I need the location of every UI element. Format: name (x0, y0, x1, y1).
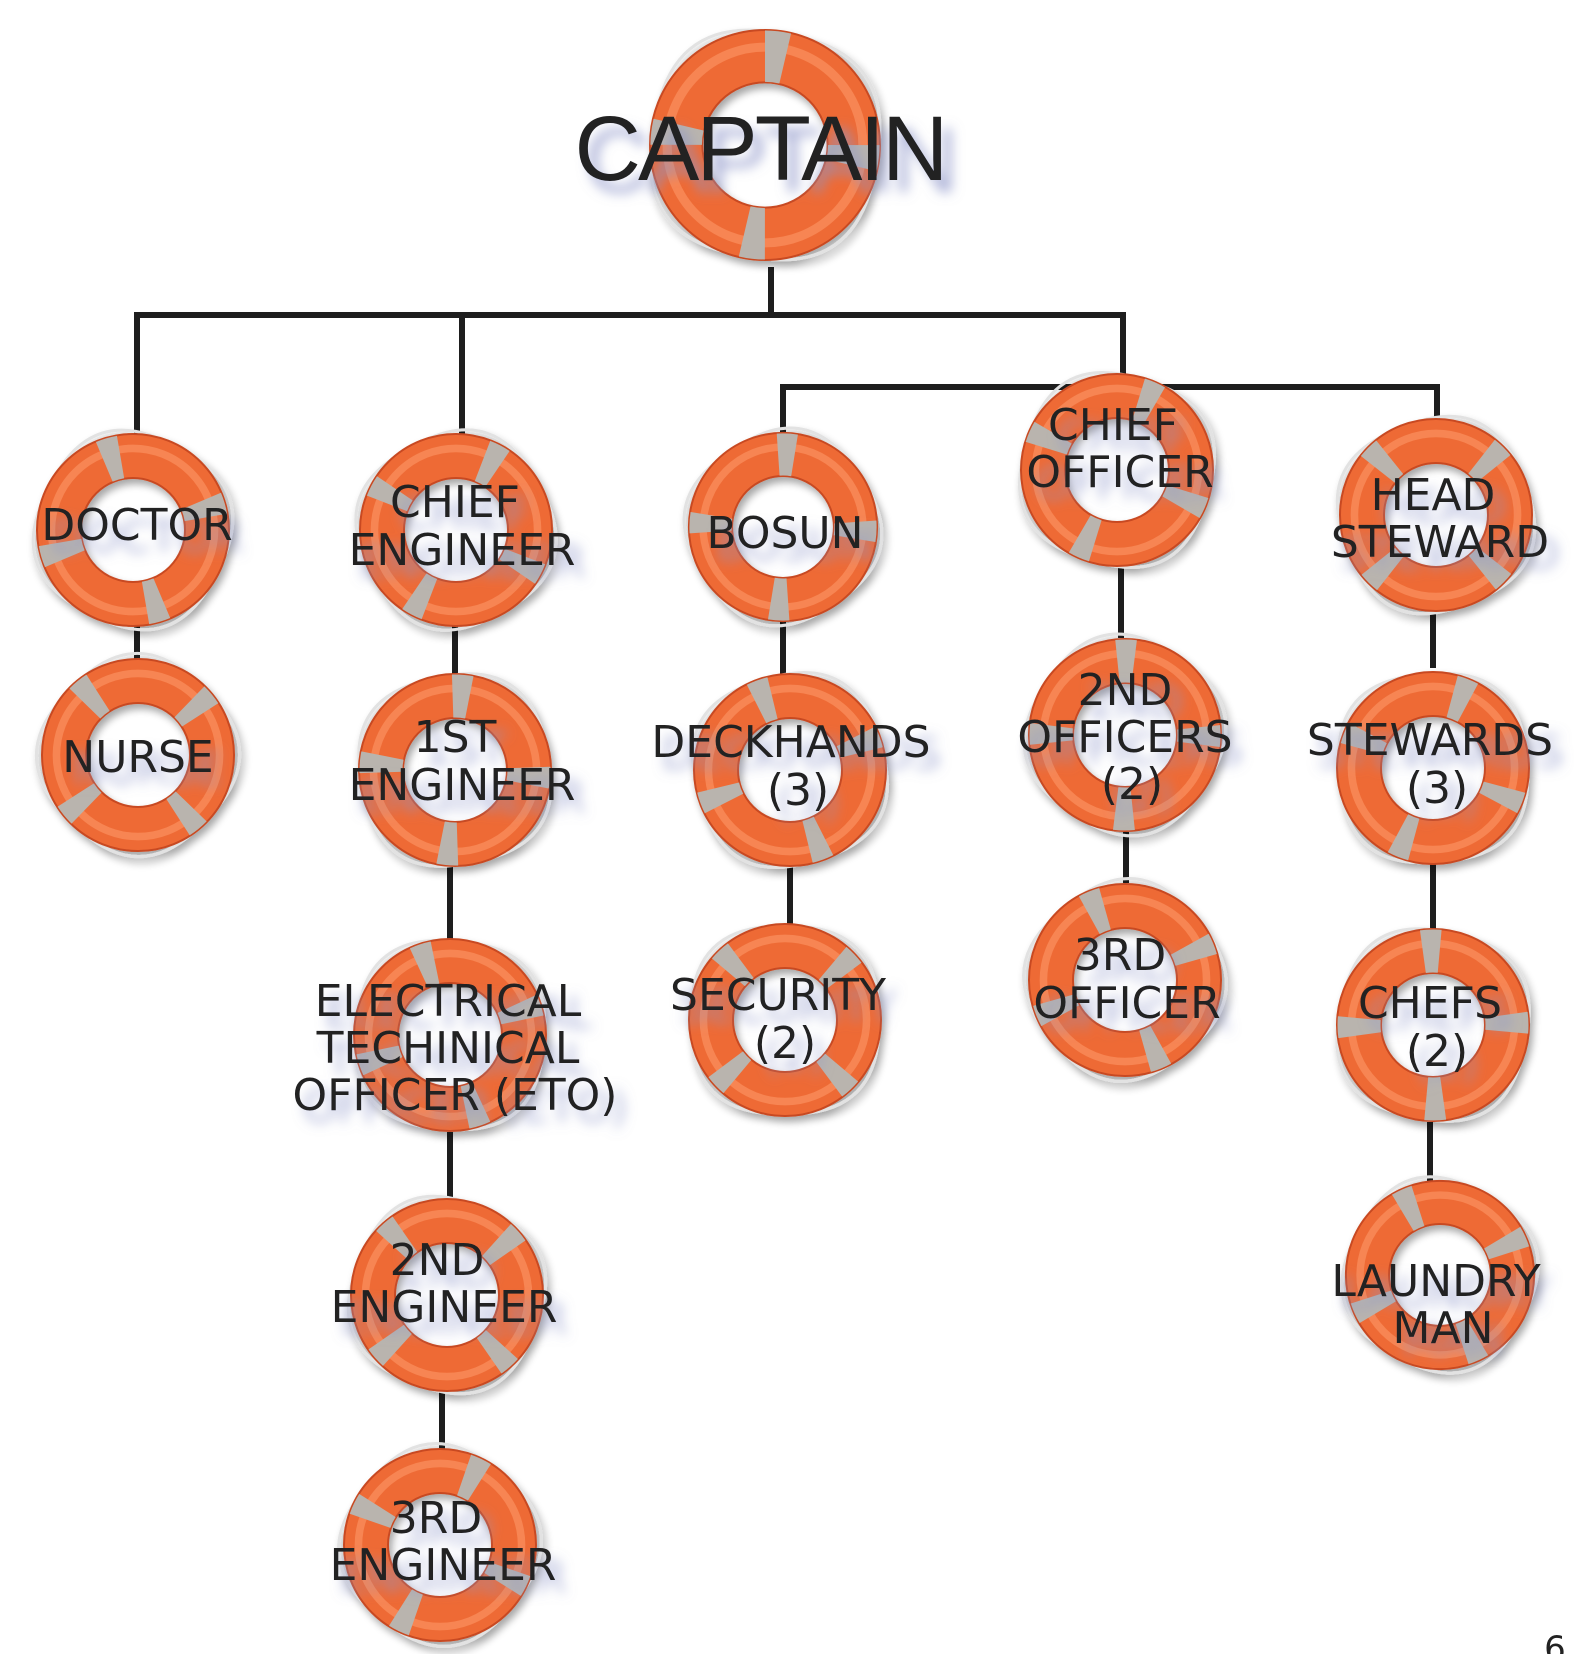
node-label: CHEFS (2) (1358, 978, 1516, 1077)
lifebuoy-nodes: CAPTAIN DOCTOR NURSE CHIEF ENGINEER 1ST … (31, 28, 1567, 1648)
node-third-engineer: 3RD ENGINEER (330, 1442, 557, 1648)
node-captain: CAPTAIN (575, 28, 948, 262)
node-nurse: NURSE (34, 651, 242, 859)
node-label: DECKHANDS (3) (651, 717, 944, 816)
lifebuoy-icon (354, 428, 558, 632)
lifebuoy-icon (353, 938, 547, 1132)
node-chief-officer: CHIEF OFFICER (1018, 371, 1216, 569)
lifebuoy-icon (1336, 671, 1530, 865)
node-third-officer: 3RD OFFICER (1022, 877, 1228, 1083)
node-security: SECURITY (2) (670, 923, 900, 1117)
node-chefs: CHEFS (2) (1335, 927, 1531, 1123)
node-label: STEWARDS (3) (1307, 715, 1567, 814)
lifebuoy-icon (337, 1442, 543, 1648)
node-label: HEAD STEWARD (1331, 470, 1549, 568)
lifebuoy-icon (1022, 632, 1228, 838)
lifebuoy-icon (1340, 1175, 1540, 1375)
node-label: CHIEF OFFICER (1026, 400, 1213, 498)
lifebuoy-icon (691, 671, 889, 869)
node-laundry-man: LAUNDRY MAN (1331, 1175, 1554, 1375)
lifebuoy-icon (682, 426, 884, 628)
node-label: 2ND ENGINEER (331, 1235, 558, 1333)
lifebuoy-icon (31, 428, 235, 632)
node-bosun: BOSUN (682, 426, 884, 628)
node-label: 3RD OFFICER (1033, 930, 1220, 1029)
node-eto: ELECTRICAL TECHINICAL OFFICER (ETO) (293, 938, 618, 1132)
node-first-engineer: 1ST ENGINEER (349, 672, 576, 868)
node-stewards: STEWARDS (3) (1307, 671, 1567, 865)
node-doctor: DOCTOR (31, 428, 235, 632)
lifebuoy-icon (1335, 927, 1531, 1123)
node-deckhands: DECKHANDS (3) (651, 671, 944, 869)
node-label: 2ND OFFICERS (2) (1017, 665, 1246, 810)
node-label: BOSUN (706, 508, 863, 559)
node-head-steward: HEAD STEWARD (1331, 414, 1549, 616)
lifebuoy-icon (688, 923, 882, 1117)
corner-page-mark: 6 (1544, 1629, 1566, 1654)
node-chief-engineer: CHIEF ENGINEER (349, 428, 576, 632)
node-label: LAUNDRY MAN (1331, 1256, 1554, 1354)
node-label: NURSE (62, 732, 213, 783)
lifebuoy-icon (648, 28, 882, 262)
node-label: CHIEF ENGINEER (349, 477, 576, 576)
lifebuoy-icon (1018, 371, 1216, 569)
node-label: DOCTOR (41, 500, 232, 551)
node-label: SECURITY (2) (670, 970, 900, 1069)
node-second-officers: 2ND OFFICERS (2) (1017, 632, 1246, 838)
node-label: 3RD ENGINEER (330, 1493, 557, 1591)
node-label: CAPTAIN (575, 98, 946, 200)
node-second-engineer: 2ND ENGINEER (331, 1194, 558, 1396)
lifebuoy-icon (357, 672, 553, 868)
lifebuoy-icon (34, 651, 242, 859)
node-label: 1ST ENGINEER (349, 712, 576, 811)
rope (648, 28, 882, 262)
node-label: ELECTRICAL TECHINICAL OFFICER (ETO) (293, 976, 618, 1121)
lifebuoy-icon (1022, 877, 1228, 1083)
lifebuoy-icon (346, 1194, 548, 1396)
lifebuoy-icon (1335, 414, 1537, 616)
